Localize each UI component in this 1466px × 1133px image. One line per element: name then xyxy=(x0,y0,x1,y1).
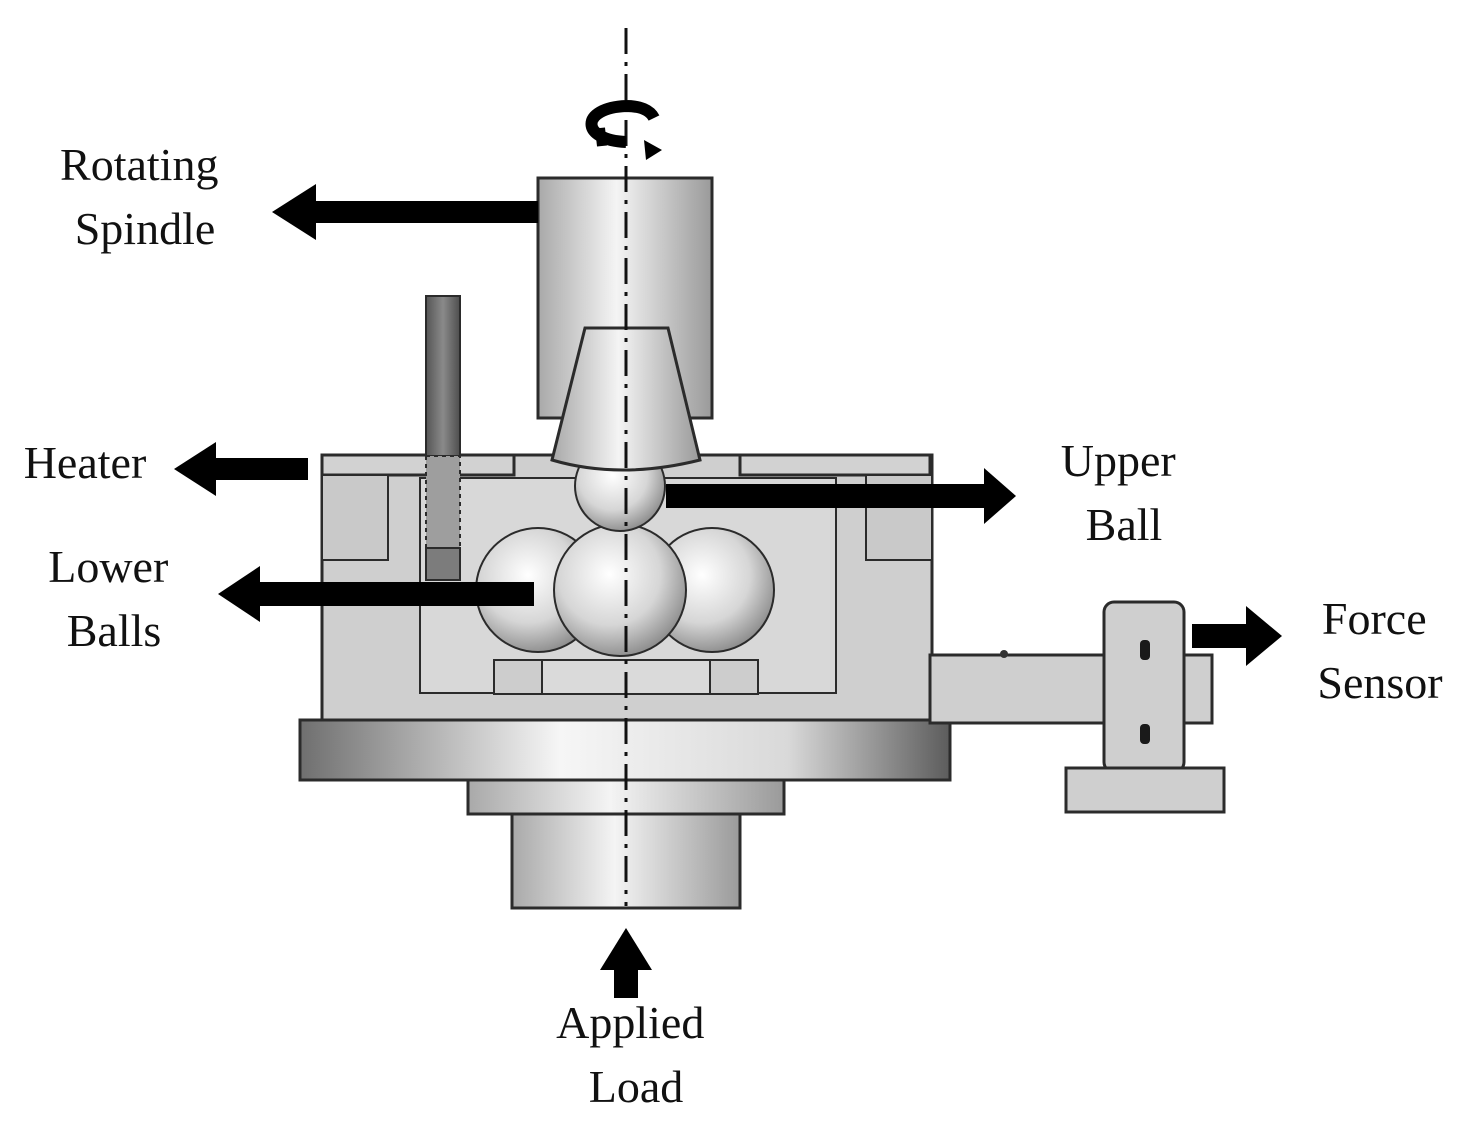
label-upper-ball: Upper Ball xyxy=(1061,435,1187,550)
label-upper-ball-line2: Ball xyxy=(1086,499,1163,550)
label-rotating-spindle-line1: Rotating xyxy=(60,139,218,190)
label-force-sensor-line1: Force xyxy=(1322,593,1427,644)
label-upper-ball-line1: Upper xyxy=(1061,435,1176,486)
label-lower-balls-line2: Balls xyxy=(67,605,162,656)
label-applied-load: Applied Load xyxy=(556,997,716,1112)
label-applied-load-line1: Applied xyxy=(556,997,704,1048)
label-applied-load-line2: Load xyxy=(589,1061,684,1112)
force-sensor-arrow-icon xyxy=(1192,606,1282,666)
lower-balls-group xyxy=(475,523,775,657)
upper-ball-arrow-icon xyxy=(666,468,1016,524)
heater-rod xyxy=(425,295,461,581)
rotation-icon xyxy=(585,99,662,160)
spindle-arrow-icon xyxy=(272,184,538,240)
label-rotating-spindle: Rotating Spindle xyxy=(60,139,230,254)
label-heater-line1: Heater xyxy=(24,437,147,488)
label-force-sensor: Force Sensor xyxy=(1317,593,1442,708)
label-lower-balls: Lower Balls xyxy=(48,541,180,656)
heater-arrow-icon xyxy=(174,442,308,496)
applied-load-arrow-icon xyxy=(600,928,652,998)
label-rotating-spindle-line2: Spindle xyxy=(75,203,216,254)
label-lower-balls-line1: Lower xyxy=(48,541,168,592)
lower-balls-arrow-icon xyxy=(218,566,534,622)
torque-arm-assembly xyxy=(928,600,1226,814)
label-force-sensor-line2: Sensor xyxy=(1317,657,1442,708)
label-heater: Heater xyxy=(24,437,147,488)
